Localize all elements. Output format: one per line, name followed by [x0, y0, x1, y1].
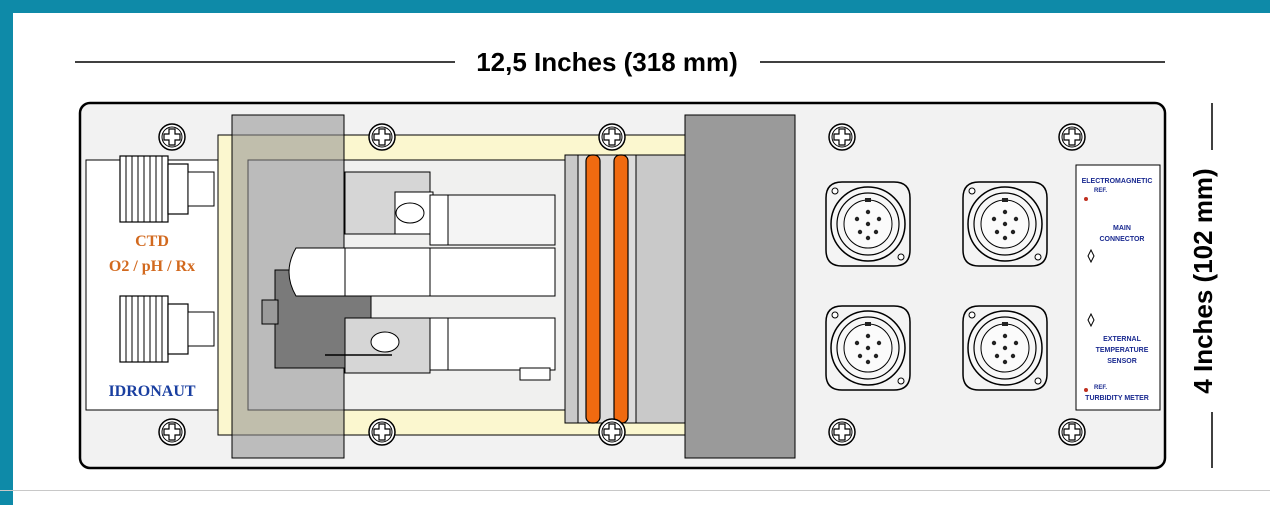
circular-connector-icon	[962, 305, 1048, 391]
probe-clip	[519, 367, 551, 381]
screw-icon	[1058, 418, 1086, 446]
connector-label: EXTERNAL	[1103, 336, 1141, 343]
connector-label: REF.	[1094, 385, 1107, 391]
screw-icon	[1058, 123, 1086, 151]
indicator-dot	[1084, 197, 1088, 201]
indicator-icon	[1087, 312, 1095, 328]
connector-label: ELECTROMAGNETIC	[1082, 178, 1153, 185]
probe-sleeve-top	[447, 194, 556, 246]
screw-icon	[368, 418, 396, 446]
probe-bulb-top	[395, 202, 425, 224]
probe-mount-bottom	[344, 317, 431, 374]
screw-icon	[598, 123, 626, 151]
frame-left-border	[0, 0, 13, 505]
connector-label: MAIN	[1113, 225, 1131, 232]
width-dimension: 12,5 Inches (318 mm)	[75, 47, 1165, 77]
height-dimension: 4 Inches (102 mm)	[1188, 103, 1218, 468]
probe-body-middle	[288, 247, 556, 297]
circular-connector-icon	[825, 305, 911, 391]
brand-label: IDRONAUT	[108, 383, 195, 400]
o-ring-1	[585, 154, 601, 424]
probe-bulb-bottom	[370, 331, 400, 353]
connector-label: TEMPERATURE	[1096, 347, 1149, 354]
probe-body-bottom	[429, 317, 556, 371]
connector-label: SENSOR	[1107, 358, 1137, 365]
height-dimension-label: 4 Inches (102 mm)	[1188, 168, 1218, 393]
connector-label: CONNECTOR	[1100, 236, 1145, 243]
indicator-dot	[1084, 388, 1088, 392]
connector-label-strip	[1075, 164, 1161, 411]
screw-icon	[598, 418, 626, 446]
width-dimension-label: 12,5 Inches (318 mm)	[476, 47, 738, 77]
clamp-bar-right	[684, 114, 796, 459]
frame-bottom-line	[0, 490, 1270, 491]
sensor-label-o2-ph-rx: O2 / pH / Rx	[109, 258, 195, 275]
screw-icon	[368, 123, 396, 151]
screw-icon	[828, 123, 856, 151]
connector-label: TURBIDITY METER	[1085, 395, 1149, 402]
screw-icon	[158, 123, 186, 151]
frame-top-border	[0, 0, 1270, 13]
circular-connector-icon	[825, 181, 911, 267]
sensor-block-tab	[261, 299, 279, 325]
screw-icon	[828, 418, 856, 446]
indicator-icon	[1087, 248, 1095, 264]
connector-label: REF.	[1094, 188, 1107, 194]
circular-connector-icon	[962, 181, 1048, 267]
screw-icon	[158, 418, 186, 446]
sensor-label-ctd: CTD	[135, 233, 169, 250]
o-ring-2	[613, 154, 629, 424]
